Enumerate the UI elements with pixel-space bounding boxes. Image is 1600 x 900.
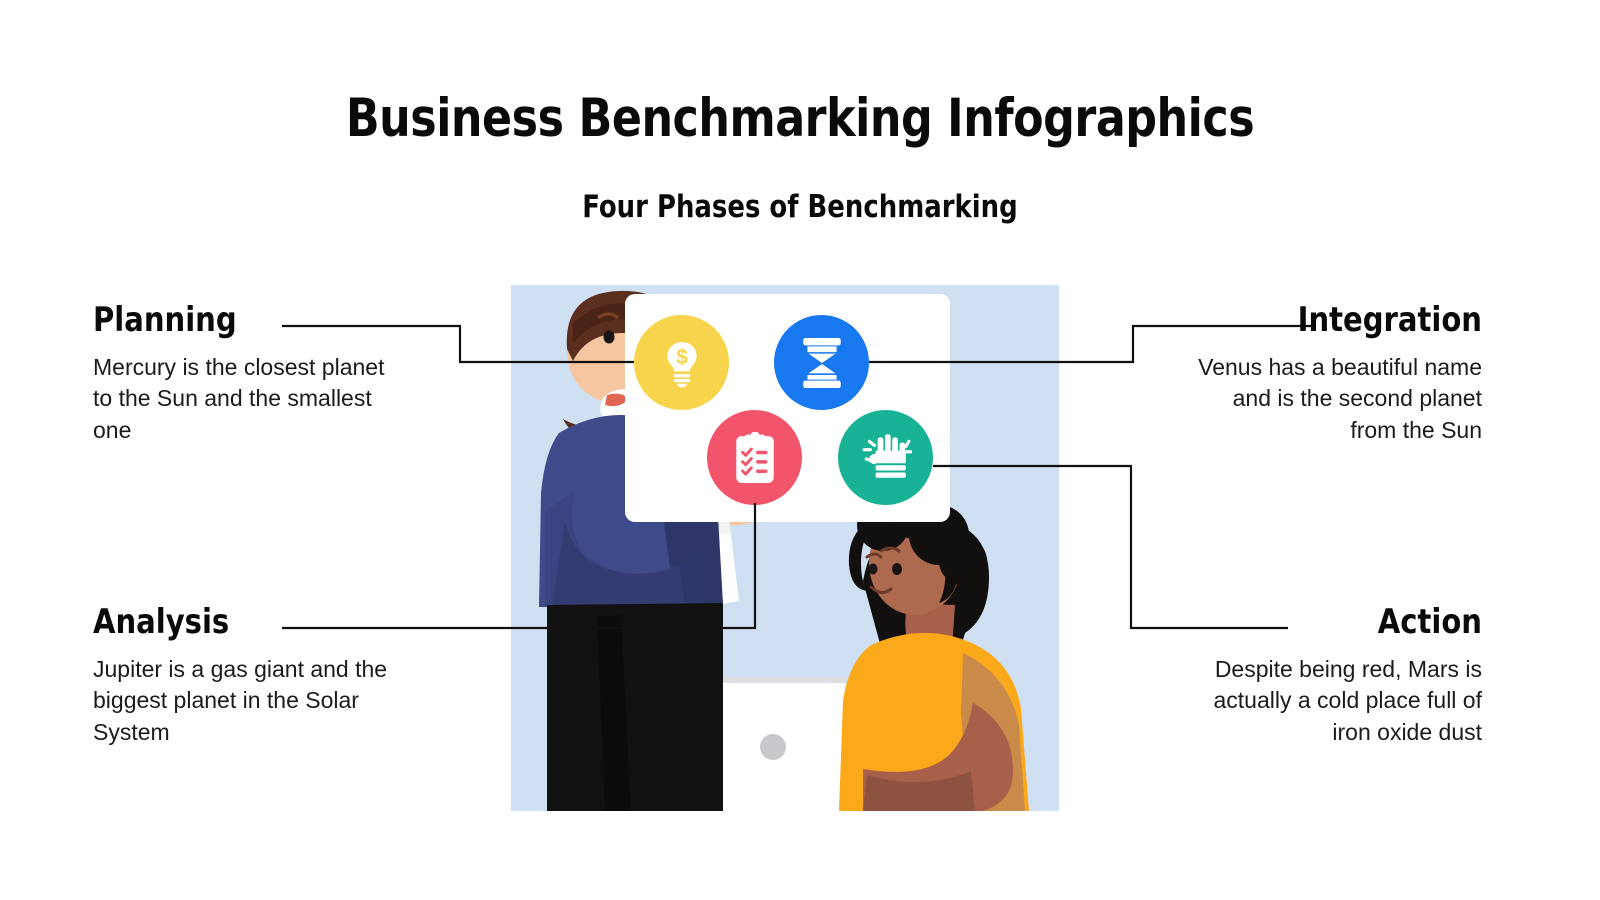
phase-block-integration: Integration Venus has a beautiful name a…	[1182, 300, 1482, 447]
phase-title-action: Action	[1377, 602, 1482, 642]
phase-title-integration: Integration	[1297, 300, 1482, 340]
phase-icon-analysis[interactable]	[707, 410, 802, 505]
page-subtitle: Four Phases of Benchmarking	[582, 189, 1018, 225]
phase-body-planning: Mercury is the closest planet to the Sun…	[93, 353, 385, 444]
phase-body-analysis: Jupiter is a gas giant and the biggest p…	[93, 655, 388, 746]
laptop-illustration	[704, 677, 856, 811]
phase-icon-planning[interactable]: $	[634, 315, 729, 410]
page-title: Business Benchmarking Infographics	[345, 88, 1255, 149]
phase-body-action: Despite being red, Mars is actually a co…	[1213, 655, 1483, 746]
phase-block-action: Action Despite being red, Mars is actual…	[1182, 602, 1483, 749]
phase-icon-integration[interactable]	[774, 315, 869, 410]
clipboard-checklist-icon	[731, 431, 779, 484]
phase-title-analysis: Analysis	[93, 602, 230, 642]
svg-text:$: $	[676, 346, 688, 369]
phase-block-analysis: Analysis Jupiter is a gas giant and the …	[93, 602, 393, 749]
hourglass-icon	[798, 337, 846, 389]
phase-body-integration: Venus has a beautiful name and is the se…	[1198, 353, 1482, 444]
lightbulb-dollar-icon: $	[657, 338, 707, 388]
phase-title-planning: Planning	[93, 300, 237, 340]
raised-fist-icon	[860, 433, 912, 483]
phase-icon-action[interactable]	[838, 410, 933, 505]
character-orange-shirt	[839, 483, 1029, 811]
phase-block-planning: Planning Mercury is the closest planet t…	[93, 300, 393, 447]
